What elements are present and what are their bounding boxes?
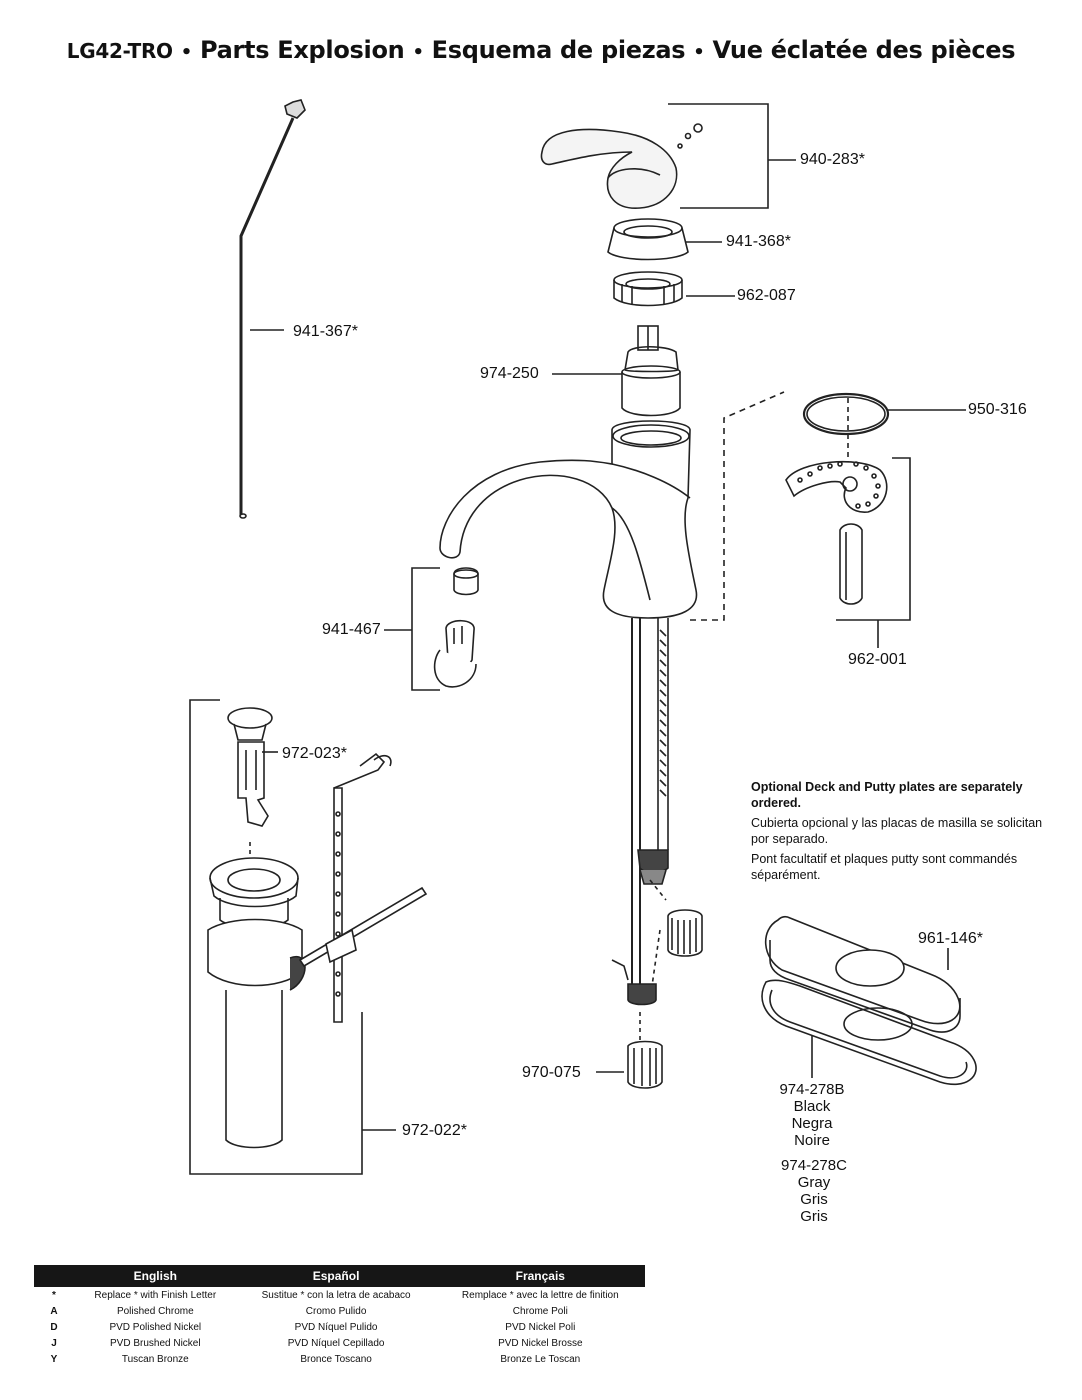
callout-bracket	[668, 103, 769, 209]
finish-french: PVD Nickel Brosse	[498, 1337, 583, 1349]
part-label-nut: 962-087	[737, 287, 796, 304]
aerator-drawing	[433, 567, 479, 688]
handle-drawing	[540, 123, 703, 209]
pop-up-stopper-drawing	[227, 707, 273, 862]
finish-code: D	[50, 1321, 58, 1333]
callout-bracket	[836, 457, 911, 621]
finish-french: Chrome Poli	[512, 1305, 568, 1317]
part-label-mount: 962-001	[848, 651, 907, 668]
legend-header-english: English	[74, 1265, 237, 1287]
mounting-hardware-drawing	[785, 460, 888, 605]
putty-gray-en: Gray	[797, 1174, 831, 1191]
finish-legend-table: English Español Français * Replace * wit…	[34, 1265, 645, 1367]
legend-row: Y Tuscan Bronze Bronce Toscano Bronze Le…	[34, 1351, 645, 1367]
part-label-cartridge: 974-250	[480, 365, 539, 382]
finish-french: PVD Nickel Poli	[505, 1321, 576, 1333]
title-separator: •	[693, 42, 705, 63]
cartridge-drawing	[621, 325, 681, 417]
finish-spanish: PVD Níquel Cepillado	[287, 1337, 385, 1349]
finish-spanish: PVD Níquel Pulido	[294, 1321, 378, 1333]
callout-bracket	[411, 567, 440, 691]
finish-english: Polished Chrome	[116, 1305, 194, 1317]
title-french: Vue éclatée des pièces	[712, 36, 1016, 64]
title-separator: •	[412, 42, 424, 63]
finish-code: J	[51, 1337, 57, 1349]
legend-row: * Replace * with Finish Letter Sustitue …	[34, 1287, 645, 1303]
part-label-cap: 941-368*	[726, 233, 791, 250]
finish-french: Bronze Le Toscan	[500, 1353, 581, 1365]
putty-plate-gray-label: 974-278C Gray Gris Gris	[754, 1157, 874, 1225]
title-english: Parts Explosion	[199, 36, 405, 64]
model-number: LG42-TRO	[66, 39, 173, 63]
clevis-strap-drawing	[298, 752, 428, 1023]
part-label-lift-rod: 941-367*	[293, 323, 358, 340]
putty-gray-fr: Gris	[800, 1208, 828, 1225]
page-title: LG42-TRO • Parts Explosion • Esquema de piez…	[0, 36, 1082, 64]
alignment-line	[690, 391, 785, 621]
part-label-drain: 972-022*	[402, 1122, 467, 1139]
putty-black-es: Negra	[791, 1115, 833, 1132]
drain-body-drawing	[207, 857, 306, 1149]
deck-plate-drawing	[761, 915, 977, 1086]
finish-english: PVD Polished Nickel	[109, 1321, 202, 1333]
legend-row: A Polished Chrome Cromo Pulido Chrome Po…	[34, 1303, 645, 1319]
finish-code: *	[52, 1289, 56, 1301]
putty-gray-es: Gris	[800, 1191, 828, 1208]
title-separator: •	[180, 42, 193, 63]
part-label-deck-plate: 961-146*	[918, 930, 983, 947]
part-label-o-ring: 950-316	[968, 401, 1027, 418]
legend-header-code	[34, 1265, 74, 1287]
legend-header-row: English Español Français	[34, 1265, 645, 1287]
callout-bracket	[189, 699, 363, 1175]
lift-rod-drawing	[239, 99, 306, 519]
note-french: Pont facultatif et plaques putty sont co…	[751, 852, 1018, 882]
title-spanish: Esquema de piezas	[431, 36, 686, 64]
optional-plates-note: Optional Deck and Putty plates are separ…	[751, 779, 1051, 883]
note-english: Optional Deck and Putty plates are separ…	[751, 780, 1023, 810]
putty-gray-code: 974-278C	[781, 1157, 847, 1174]
nut-drawing	[613, 271, 683, 307]
supply-lines-drawing	[611, 618, 703, 1089]
part-label-aerator: 941-467	[322, 621, 381, 638]
legend-header-french: Français	[435, 1265, 645, 1287]
finish-french: Remplace * avec la lettre de finition	[461, 1289, 619, 1301]
legend-row: D PVD Polished Nickel PVD Níquel Pulido …	[34, 1319, 645, 1335]
finish-spanish: Cromo Pulido	[305, 1305, 367, 1317]
putty-black-fr: Noire	[794, 1132, 830, 1149]
finish-english: Replace * with Finish Letter	[94, 1289, 217, 1301]
finish-spanish: Bronce Toscano	[300, 1353, 372, 1365]
finish-code: A	[50, 1305, 58, 1317]
cap-drawing	[607, 218, 689, 261]
faucet-body-drawing	[439, 420, 698, 619]
putty-plate-black-label: 974-278B Black Negra Noire	[752, 1081, 872, 1149]
part-label-handle: 940-283*	[800, 151, 865, 168]
o-ring-drawing	[802, 392, 890, 436]
putty-black-code: 974-278B	[779, 1081, 845, 1098]
legend-row: J PVD Brushed Nickel PVD Níquel Cepillad…	[34, 1335, 645, 1351]
legend-header-spanish: Español	[236, 1265, 436, 1287]
putty-black-en: Black	[793, 1098, 831, 1115]
part-label-pop-up: 972-023*	[282, 745, 347, 762]
part-label-connector: 970-075	[522, 1064, 581, 1081]
finish-english: Tuscan Bronze	[121, 1353, 189, 1365]
note-spanish: Cubierta opcional y las placas de masill…	[751, 816, 1043, 846]
o-ring-inner	[806, 396, 886, 432]
finish-spanish: Sustitue * con la letra de acabaco	[261, 1289, 411, 1301]
finish-code: Y	[50, 1353, 58, 1365]
finish-english: PVD Brushed Nickel	[110, 1337, 201, 1349]
